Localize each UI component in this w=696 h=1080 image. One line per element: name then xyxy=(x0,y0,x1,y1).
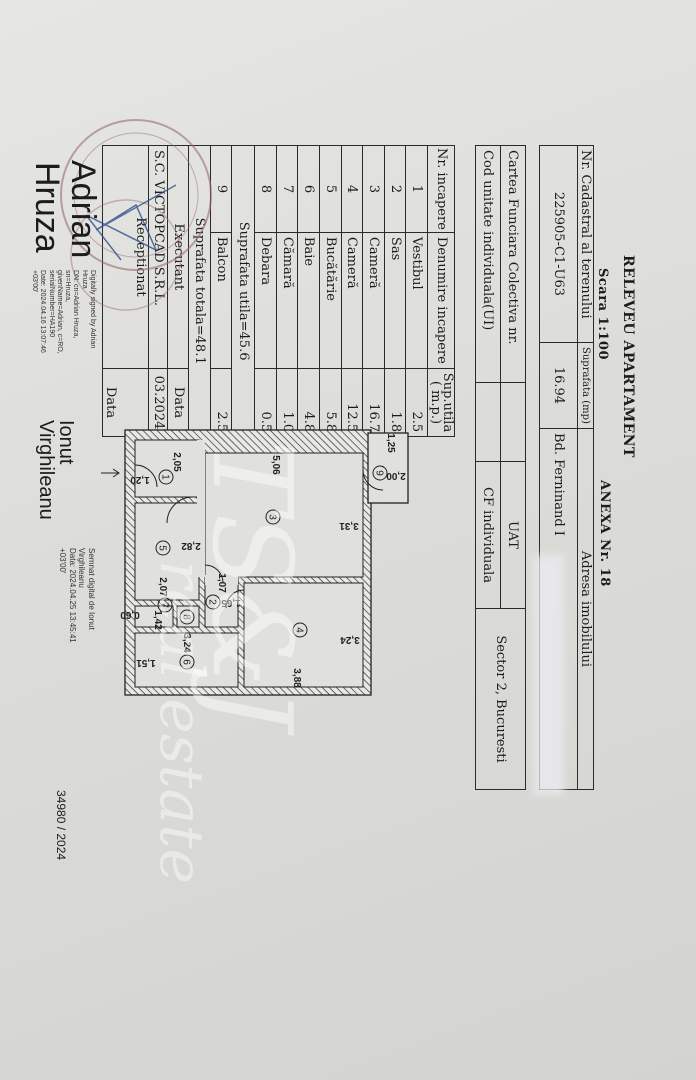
signature-scribble xyxy=(85,184,177,261)
room-marker-circle xyxy=(157,597,173,613)
room-marker-circle xyxy=(372,465,388,481)
room-marker-number: 1 xyxy=(160,474,171,480)
signer-last-name: Hruza xyxy=(28,162,66,253)
dimension-label: 2,82 xyxy=(181,540,201,551)
signature-line: Digitally signed by Adrian xyxy=(89,270,96,349)
room-marker-circle xyxy=(155,540,171,556)
dimension-label: 1,42 xyxy=(152,610,163,630)
door-swings xyxy=(134,464,384,609)
room-3 xyxy=(204,452,364,578)
room-marker-circle xyxy=(292,622,308,638)
room-marker-number: 3 xyxy=(267,514,278,520)
signature-line: Data: 2024.04.25 13:45:41 xyxy=(68,548,77,643)
dimension-label: 0,60 xyxy=(120,609,140,620)
dimension-label: 3,88 xyxy=(291,668,302,688)
signature-line: +03'00' xyxy=(58,548,68,574)
signature-line: sn=Hruza, xyxy=(64,270,72,303)
room-7 xyxy=(134,605,174,628)
dimension-label: 1,20 xyxy=(130,474,150,485)
room-marker-number: 6 xyxy=(181,659,192,665)
dimension-label: 1,25 xyxy=(385,433,396,453)
signer-first-name: Adrian xyxy=(64,160,102,259)
stamp-icon xyxy=(70,199,182,311)
room-marker-circle xyxy=(179,654,195,670)
dimension-label: 1,07 xyxy=(216,573,227,593)
room-marker-number: 8 xyxy=(181,614,192,620)
room-marker-number: 2 xyxy=(207,599,218,605)
signature-line: Date: 2024.04.16 13:07:46 xyxy=(39,270,47,353)
room-9-balcony xyxy=(367,432,409,504)
signer2-first-name: Ionut xyxy=(55,420,77,465)
room-marker-number: 5 xyxy=(157,545,168,551)
dimension-label: 3,31 xyxy=(339,520,359,531)
stamp-icon xyxy=(60,119,212,271)
room-marker-circle xyxy=(158,469,174,485)
signature-line: Semnat digital de Ionut xyxy=(87,548,96,630)
registration-number: 34980 / 2024 xyxy=(54,790,68,861)
signature-line: serialNumber=HA190 xyxy=(47,270,55,338)
room-marker-number: 9 xyxy=(374,470,385,476)
dimension-label: 5,06 xyxy=(270,455,281,475)
dimension-label: 3,24 xyxy=(181,633,192,653)
dimension-label: 3,24 xyxy=(340,634,360,645)
signature-line: Virghileanu xyxy=(77,548,87,588)
room-marker-number: 7 xyxy=(159,602,170,608)
room-marker-circle xyxy=(265,509,281,525)
signature-line: givenName=Adrian, c=RO, xyxy=(55,270,63,354)
signature-line: +03'00' xyxy=(30,270,38,293)
signature-line: DN: cn=Adrian Hruza, xyxy=(72,270,80,339)
dimension-label: 1,65 xyxy=(221,597,241,608)
room-marker-circle xyxy=(205,594,221,610)
room-4 xyxy=(243,582,364,688)
room-marker-number: 4 xyxy=(294,627,305,633)
dimension-label: 2,05 xyxy=(171,452,182,472)
signature-line: Hruza xyxy=(80,270,88,289)
dimension-label: 2,07 xyxy=(157,577,168,597)
dimension-label: 2,00 xyxy=(386,470,406,481)
signer2-last-name: Virghileanu xyxy=(35,420,57,520)
room-marker-circle xyxy=(179,609,195,625)
room-1 xyxy=(134,439,200,498)
dimension-label: 1,51 xyxy=(136,657,156,668)
room-6 xyxy=(134,632,239,688)
